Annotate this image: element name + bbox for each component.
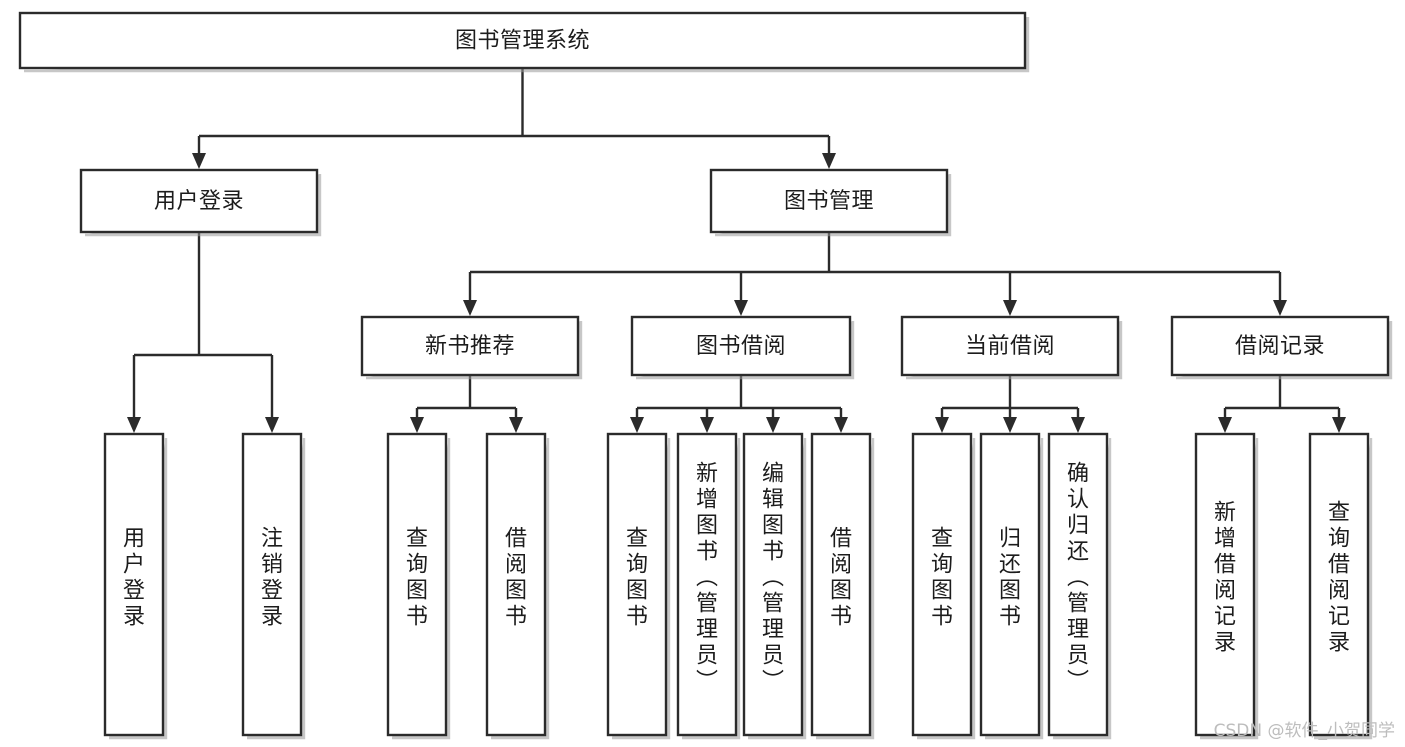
node-label: 图书管理 (784, 189, 874, 214)
node-box[interactable] (241, 432, 303, 737)
node-box[interactable] (485, 432, 547, 737)
node-bb-query-book[interactable]: 查询图书 (606, 432, 671, 740)
node-box[interactable] (709, 168, 949, 234)
arrow-head-icon (1218, 417, 1232, 433)
node-box[interactable] (979, 432, 1041, 737)
arrow-head-icon (410, 417, 424, 433)
node-label: 查询图书 (931, 527, 953, 630)
arrow-head-icon (935, 417, 949, 433)
node-user-login-logout[interactable]: 注销登录 (241, 432, 306, 740)
arrow-head-icon (265, 417, 279, 433)
node-label: 查询借阅记录 (1328, 501, 1350, 656)
node-box[interactable] (676, 432, 738, 737)
node-box[interactable] (18, 11, 1027, 70)
arrow-head-icon (1003, 300, 1017, 316)
arrow-head-icon (1273, 300, 1287, 316)
arrow-head-icon (834, 417, 848, 433)
node-nbr-query-book[interactable]: 查询图书 (386, 432, 451, 740)
node-label: 注销登录 (261, 527, 283, 630)
node-book-borrow[interactable]: 图书借阅 (630, 315, 855, 380)
node-cb-confirm-return[interactable]: 确认归还︵管理员︶ (1047, 432, 1112, 740)
node-current-borrow[interactable]: 当前借阅 (900, 315, 1123, 380)
node-label: 确认归还︵管理员︶ (1067, 462, 1089, 695)
node-label: 用户登录 (154, 189, 244, 214)
node-cb-query-book[interactable]: 查询图书 (911, 432, 976, 740)
node-box[interactable] (103, 432, 165, 737)
node-br-query-record[interactable]: 查询借阅记录 (1308, 432, 1373, 740)
arrow-head-icon (700, 417, 714, 433)
node-new-book-recommend[interactable]: 新书推荐 (360, 315, 583, 380)
nodes-layer: 图书管理系统用户登录图书管理用户登录注销登录新书推荐查询图书借阅图书图书借阅查询… (18, 11, 1393, 740)
node-box[interactable] (79, 168, 319, 234)
node-label: 归还图书 (999, 527, 1021, 630)
node-label: 新增借阅记录 (1214, 501, 1236, 656)
node-label: 查询图书 (406, 527, 428, 630)
node-label: 查询图书 (626, 527, 648, 630)
arrow-head-icon (509, 417, 523, 433)
arrow-head-icon (1071, 417, 1085, 433)
node-label: 借阅图书 (505, 527, 527, 630)
node-box[interactable] (630, 315, 852, 377)
node-bb-borrow-book[interactable]: 借阅图书 (810, 432, 875, 740)
node-label: 当前借阅 (965, 334, 1055, 359)
node-label: 借阅图书 (830, 527, 852, 630)
node-user-login[interactable]: 用户登录 (79, 168, 322, 237)
arrow-head-icon (734, 300, 748, 316)
node-label: 新增图书︵管理员︶ (696, 462, 718, 695)
node-label: 图书借阅 (696, 334, 786, 359)
node-cb-return-book[interactable]: 归还图书 (979, 432, 1044, 740)
node-bb-add-book[interactable]: 新增图书︵管理员︶ (676, 432, 741, 740)
node-book-manage[interactable]: 图书管理 (709, 168, 952, 237)
node-box[interactable] (606, 432, 668, 737)
edges-layer (127, 68, 1346, 433)
node-box[interactable] (810, 432, 872, 737)
node-label: 借阅记录 (1235, 334, 1325, 359)
node-label: 用户登录 (123, 527, 145, 630)
arrow-head-icon (822, 153, 836, 169)
node-br-add-record[interactable]: 新增借阅记录 (1194, 432, 1259, 740)
node-bb-edit-book[interactable]: 编辑图书︵管理员︶ (742, 432, 807, 740)
node-box[interactable] (900, 315, 1120, 377)
node-box[interactable] (1308, 432, 1370, 737)
arrow-head-icon (463, 300, 477, 316)
node-box[interactable] (1194, 432, 1256, 737)
node-label: 图书管理系统 (455, 29, 590, 54)
node-nbr-borrow-book[interactable]: 借阅图书 (485, 432, 550, 740)
node-box[interactable] (742, 432, 804, 737)
arrow-head-icon (766, 417, 780, 433)
arrow-head-icon (127, 417, 141, 433)
node-root[interactable]: 图书管理系统 (18, 11, 1030, 73)
node-borrow-record[interactable]: 借阅记录 (1170, 315, 1393, 380)
arrow-head-icon (1003, 417, 1017, 433)
arrow-head-icon (630, 417, 644, 433)
arrow-head-icon (1332, 417, 1346, 433)
node-user-login-login[interactable]: 用户登录 (103, 432, 168, 740)
node-box[interactable] (386, 432, 448, 737)
node-box[interactable] (360, 315, 580, 377)
node-label: 编辑图书︵管理员︶ (762, 462, 784, 695)
node-box[interactable] (1047, 432, 1109, 737)
node-box[interactable] (1170, 315, 1390, 377)
node-label: 新书推荐 (425, 334, 515, 359)
arrow-head-icon (192, 153, 206, 169)
node-box[interactable] (911, 432, 973, 737)
